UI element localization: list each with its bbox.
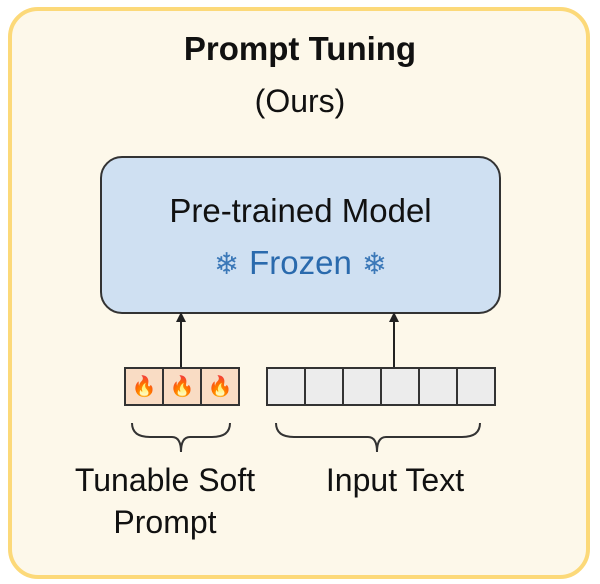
frozen-status: ❄ Frozen ❄ [102,244,499,282]
diagram-subtitle: (Ours) [254,83,346,119]
snowflake-icon: ❄ [214,247,240,282]
input-text-tokens [266,367,496,406]
pretrained-model-box: Pre-trained Model ❄ Frozen ❄ [100,156,501,314]
diagram-title: Prompt Tuning [183,30,417,67]
input-token [420,369,458,404]
snowflake-icon: ❄ [361,247,387,282]
input-text-brace-icon [275,422,481,453]
fire-icon: 🔥 [126,369,164,404]
input-token [382,369,420,404]
frozen-label: Frozen [249,244,352,281]
input-token [268,369,306,404]
input-arrow-head-icon [389,312,399,322]
soft-prompt-label: Tunable Soft Prompt [74,462,256,540]
fire-icon: 🔥 [164,369,202,404]
input-arrow-line [393,318,395,368]
prompt-arrow-head-icon [176,312,186,322]
soft-prompt-brace-icon [131,422,231,453]
input-token [458,369,494,404]
fire-icon: 🔥 [202,369,238,404]
soft-prompt-tokens: 🔥 🔥 🔥 [124,367,240,406]
input-text-label: Input Text [325,462,465,498]
input-token [306,369,344,404]
input-token [344,369,382,404]
model-name: Pre-trained Model [169,192,432,229]
prompt-arrow-line [180,318,182,368]
